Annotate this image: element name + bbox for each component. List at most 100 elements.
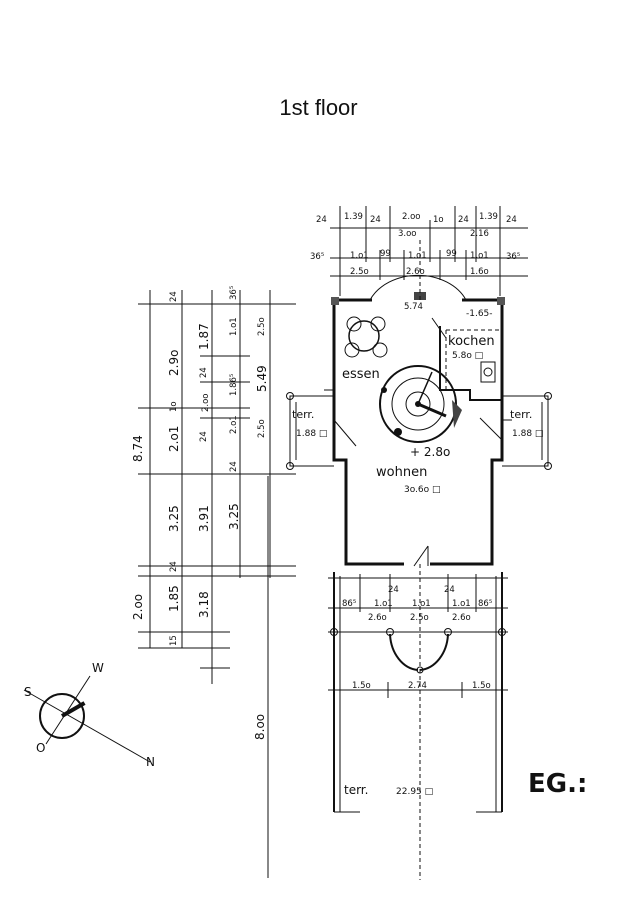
top-dim-row2: 36⁵ 1.o1 99 1.o1 99 1.o1 36⁵ — [310, 249, 520, 262]
left-dim-col3: 1.87 24 2.oo 24 3.91 3.18 — [197, 323, 211, 618]
dim-label: 2.9o — [167, 350, 181, 376]
dim-label: 2.5o — [410, 613, 429, 623]
dining-table — [344, 316, 388, 358]
top-dim-row3: 2.5o 2.6o 5.74 1.6o — [350, 267, 489, 312]
dim-label: 36⁵ — [229, 286, 239, 300]
dim-label: 1.6o — [470, 267, 489, 277]
room-label-kochen: kochen — [448, 334, 495, 349]
dim-label: 2.5o — [257, 317, 267, 336]
dim-label: 36⁵ — [506, 252, 520, 262]
dim-label: 2.6o — [452, 613, 471, 623]
dim-label: 24 — [506, 215, 517, 225]
dim-label: 2.16 — [470, 229, 489, 239]
dim-label: 1.39 — [344, 212, 363, 222]
left-dim-col2: 24 2.9o 1o 2.o1 3.25 24 1.85 15 — [167, 291, 181, 646]
page-title: 1st floor — [279, 95, 358, 120]
compass-label-s: S — [24, 685, 32, 699]
dim-label: 2.oo — [402, 212, 421, 222]
dim-label: 2.5o — [350, 267, 369, 277]
terrace-bottom — [328, 572, 508, 813]
dim-label: 15 — [169, 635, 179, 646]
dim-label: 3.25 — [167, 505, 181, 532]
low-dimension-labels: 1.5o 2.74 1.5o — [352, 681, 491, 691]
dim-label: 2.o1 — [229, 415, 239, 434]
dim-label: 1.85 — [167, 585, 181, 612]
compass-label-w: W — [92, 661, 104, 675]
dim-label: 24 — [199, 431, 209, 442]
dim-label: 3.91 — [197, 505, 211, 532]
room-area-wohnen: 3o.6o □ — [404, 485, 441, 495]
dim-label: 3.25 — [227, 503, 241, 530]
dim-label: 1.o1 — [408, 251, 427, 261]
compass-label-o: O — [36, 741, 45, 755]
left-dim-col5: 2.5o 5.49 2.5o — [255, 317, 269, 438]
top-arch — [369, 274, 467, 301]
dim-label: 1.o1 — [412, 599, 431, 609]
dim-label: 1.87 — [197, 323, 211, 350]
dim-label: 1.86⁵ — [229, 374, 239, 396]
dim-label: 1.o1 — [452, 599, 471, 609]
top-dim-row1: 24 1.39 24 2.oo 1o 24 1.39 24 3.oo 2.16 — [316, 212, 517, 239]
left-dimension-lines — [138, 290, 296, 878]
dim-label: 2.74 — [408, 681, 427, 691]
room-area-kochen: 5.8o □ — [452, 351, 483, 361]
dim-label: 1o — [169, 401, 179, 412]
spiral-staircase — [379, 365, 462, 443]
dim-label: 36⁵ — [310, 252, 324, 262]
dim-label: 2.6o — [368, 613, 387, 623]
room-area-terr-bottom: 22.95 □ — [396, 787, 433, 797]
dim-label: 1.o1 — [470, 251, 489, 261]
dim-label: 2.6o — [406, 267, 425, 277]
dim-label: 2.5o — [257, 419, 267, 438]
dim-label: 1.5o — [472, 681, 491, 691]
terrace-left — [286, 392, 334, 470]
dim-label: 99 — [380, 249, 391, 259]
dim-label: 86⁵ — [342, 599, 356, 609]
dim-label: 8.74 — [131, 435, 145, 462]
dim-label: 3.18 — [197, 591, 211, 618]
dim-label: 2.oo — [201, 393, 211, 412]
compass: S W O N — [23, 661, 155, 769]
room-label-terr-left: terr. — [292, 408, 314, 421]
dim-label: 1o — [433, 215, 444, 225]
terrace-right — [502, 392, 552, 470]
dim-label: 24 — [458, 215, 469, 225]
room-label-wohnen: wohnen — [376, 465, 427, 480]
left-dim-col4: 36⁵ 1.o1 1.86⁵ 2.o1 24 3.25 — [227, 286, 241, 530]
building-walls — [324, 292, 512, 567]
left-dim-col1: 8.74 2.oo — [131, 435, 145, 620]
room-area-terr-right: 1.88 □ — [512, 429, 543, 439]
dim-label: 1.39 — [479, 212, 498, 222]
mid-dimension-labels: 86⁵ 1.o1 1.o1 1.o1 86⁵ 24 24 2.6o 2.5o 2… — [342, 585, 492, 623]
dim-label: 24 — [316, 215, 327, 225]
dim-label: 5.49 — [255, 365, 269, 392]
dim-label: 2.oo — [131, 594, 145, 620]
dim-label: 24 — [169, 561, 179, 572]
dim-label: 1.o1 — [229, 317, 239, 336]
dim-label: 3.oo — [398, 229, 417, 239]
room-label-terr-right: terr. — [510, 408, 532, 421]
dim-label: 1.o1 — [374, 599, 393, 609]
room-label-terr-bottom: terr. — [344, 783, 368, 797]
dim-label: 5.74 — [404, 302, 423, 312]
dim-label: 86⁵ — [478, 599, 492, 609]
compass-label-n: N — [146, 755, 155, 769]
dim-label: 24 — [169, 291, 179, 302]
dim-label: 24 — [370, 215, 381, 225]
dim-label: 24 — [444, 585, 455, 595]
plan-label: EG.: — [528, 769, 587, 799]
room-area-terr-left: 1.88 □ — [296, 429, 327, 439]
dim-label: 8.oo — [253, 714, 267, 740]
dim-label: 24 — [388, 585, 399, 595]
dim-label: 1.5o — [352, 681, 371, 691]
dim-label: 24 — [199, 367, 209, 378]
room-labels: essen kochen 5.8o □ wohnen 3o.6o □ + 2.8… — [292, 334, 543, 797]
dim-label: -1.65- — [466, 309, 493, 319]
dim-label: 99 — [446, 249, 457, 259]
dim-label: 24 — [229, 461, 239, 472]
dim-label: 1.o1 — [350, 251, 369, 261]
floor-level: + 2.8o — [410, 445, 450, 459]
dim-label: 2.o1 — [167, 426, 181, 452]
room-label-essen: essen — [342, 367, 380, 382]
